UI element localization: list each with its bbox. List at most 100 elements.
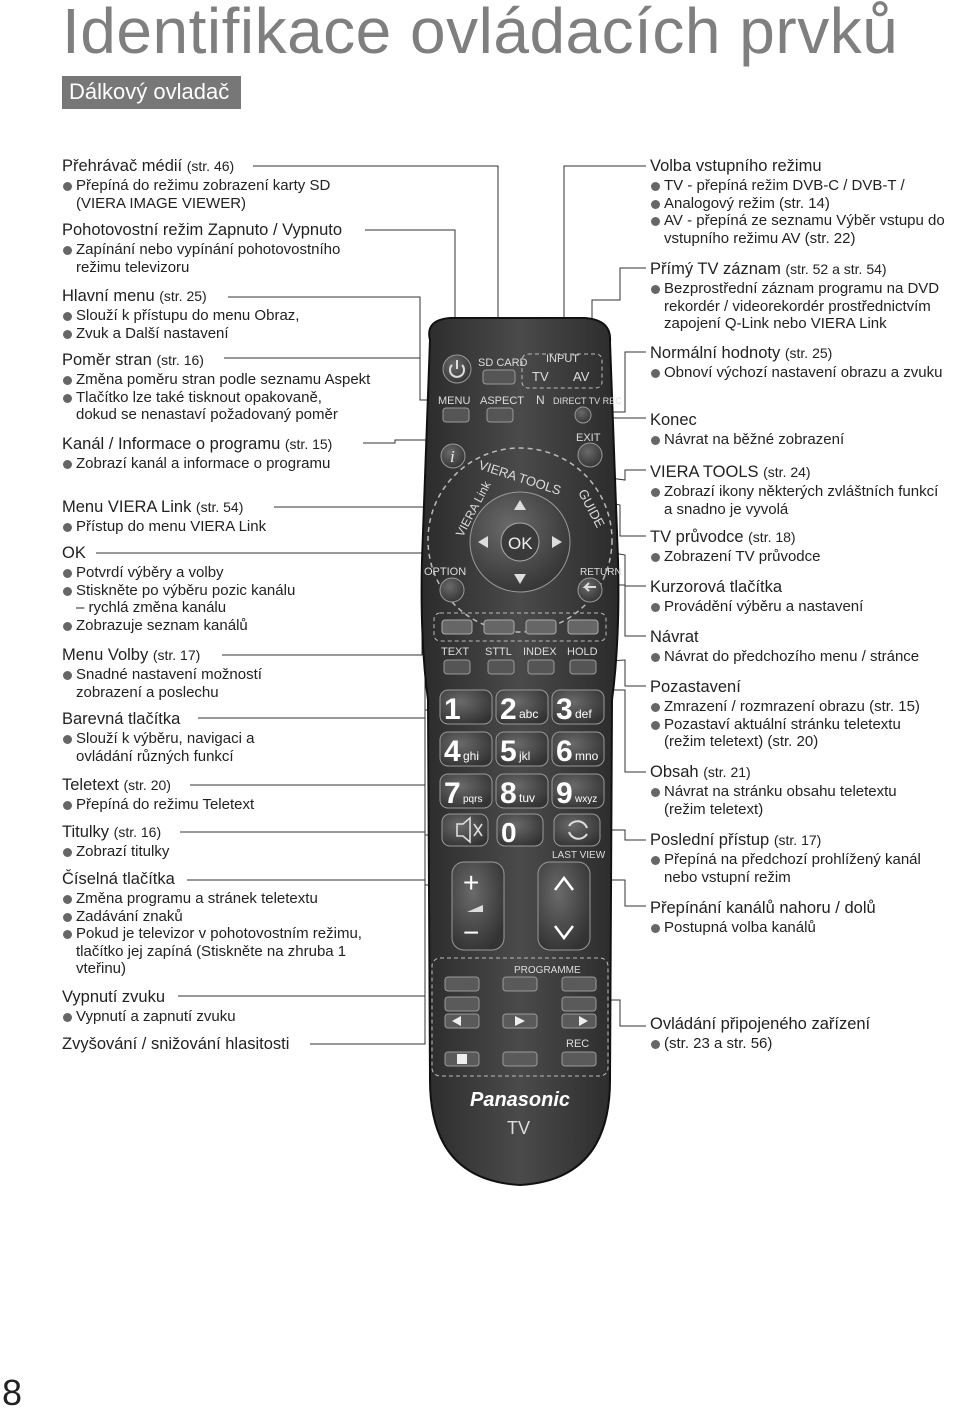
annotation-line: tlačítko jej zapíná (Stiskněte na zhruba… [76,942,347,960]
key-5[interactable] [495,731,549,767]
annotation-title: VIERA TOOLS [650,463,759,481]
annotation-title: Přehrávač médií [62,157,183,175]
skip-back-button[interactable] [444,996,480,1012]
key-4[interactable] [439,731,493,767]
aspect-label: ASPECT [480,395,524,407]
annotation-title: Pozastavení [650,678,741,696]
blue-button[interactable] [567,619,599,635]
annotation-heading: Číselná tlačítka [62,869,392,890]
programme-up-button[interactable] [561,976,597,992]
annotation-line: (režim teletext) (str. 20) [664,733,819,750]
key-9-letters: wxyz [574,794,597,805]
info-button[interactable] [440,443,466,469]
mute-button[interactable] [441,813,489,847]
annotation-title: Titulky [62,823,110,841]
annotation-title: Menu VIERA Link [62,498,192,516]
page-reference: (str. 18) [748,529,796,545]
annotation-line: Zvuk a Další nastavení [62,325,392,343]
annotation-line: zapojení Q-Link nebo VIERA Link [664,315,887,332]
green-button[interactable] [483,619,515,635]
key-6-digit: 6 [556,735,573,768]
rec-power-button[interactable] [444,976,480,992]
pause-button[interactable] [502,1051,538,1067]
exit-button[interactable] [577,442,603,468]
annotation-line: Návrat na běžné zobrazení [650,431,958,449]
skip-forward-button[interactable] [561,996,597,1012]
annotation-channel-info: Kanál / Informace o programu (str. 15)Zo… [62,434,392,473]
key-9[interactable] [551,773,605,809]
sttl-button[interactable] [487,659,515,675]
cursor-left-icon[interactable] [478,536,488,548]
red-button[interactable] [441,619,473,635]
annotation-index: Obsah (str. 21)Návrat na stránku obsahu … [650,762,958,818]
key-8-digit: 8 [500,777,517,810]
key-3-letters: def [575,707,592,721]
annotation-heading: OK [62,543,392,564]
annotation-heading: Poměr stran (str. 16) [62,350,392,371]
annotation-title: Číselná tlačítka [62,870,175,888]
volume-rocker[interactable] [451,861,505,951]
cursor-right-icon[interactable] [552,536,562,548]
annotation-line: Pokud je televizor v pohotovostním režim… [62,925,392,943]
hold-button[interactable] [569,659,597,675]
annotation-line: Pozastaví aktuální stránku teletextu [650,716,958,734]
sd-card-button[interactable] [482,369,516,385]
annotation-line: Zobrazí ikony některých zvláštních funkc… [650,483,958,501]
annotation-heading: Volba vstupního režimu [650,156,958,177]
annotation-line: a snadno je vyvolá [664,500,789,518]
index-button[interactable] [527,659,555,675]
exit-label: EXIT [576,432,601,444]
key-0[interactable] [496,813,544,847]
annotation-title: Kurzorová tlačítka [650,578,783,596]
annotation-last-view: Poslední přístup (str. 17)Přepíná na pře… [650,830,958,886]
annotation-title: Přepínání kanálů nahoru / dolů [650,899,876,917]
annotation-heading: Poslední přístup (str. 17) [650,830,958,851]
rec-button[interactable] [561,1051,597,1067]
ok-button[interactable] [500,522,540,562]
annotation-line: režimu televizoru [76,258,190,276]
annotation-heading: Přepínání kanálů nahoru / dolů [650,898,958,919]
annotation-media-player: Přehrávač médií (str. 46)Přepíná do reži… [62,156,392,212]
last-view-icon [568,820,588,840]
key-1[interactable] [439,689,493,725]
cursor-up-icon[interactable] [514,500,526,510]
tv-label: TV [532,369,549,384]
annotation-line: Zobrazení TV průvodce [650,548,958,566]
playback-buttons [444,976,597,1067]
last-view-button[interactable] [553,813,601,847]
page-reference: (str. 17) [773,832,822,848]
key-2[interactable] [495,689,549,725]
programme-down-button[interactable] [502,976,538,992]
key-7[interactable] [439,773,493,809]
key-8[interactable] [495,773,549,809]
aspect-button[interactable] [486,407,514,423]
key-3[interactable] [551,689,605,725]
yellow-button[interactable] [525,619,557,635]
menu-button[interactable] [442,407,470,423]
mute-icon [456,816,483,844]
annotation-subtitles: Titulky (str. 16)Zobrazí titulky [62,822,392,861]
direct-rec-button[interactable] [574,406,592,424]
text-button[interactable] [443,659,471,675]
rewind-button[interactable] [444,1013,480,1029]
annotation-line: Návrat na stránku obsahu teletextu [650,783,958,801]
channel-rocker[interactable] [537,861,591,951]
annotation-heading: Hlavní menu (str. 25) [62,286,392,307]
key-6[interactable] [551,731,605,767]
annotation-heading: Pozastavení [650,677,958,698]
annotation-line: rekordér / videorekordér prostřednictvím [664,297,931,315]
volume-icon [467,905,483,912]
key-3-digit: 3 [556,693,573,726]
annotation-line: Zmrazení / rozmrazení obrazu (str. 15) [650,698,958,716]
annotation-heading: Teletext (str. 20) [62,775,392,796]
option-button[interactable] [439,577,465,603]
rec-label: REC [566,1038,589,1050]
return-button[interactable] [577,577,603,603]
annotation-line: Změna programu a stránek teletextu [62,890,392,908]
key-1-digit: 1 [444,693,461,726]
cursor-down-icon[interactable] [514,574,526,584]
